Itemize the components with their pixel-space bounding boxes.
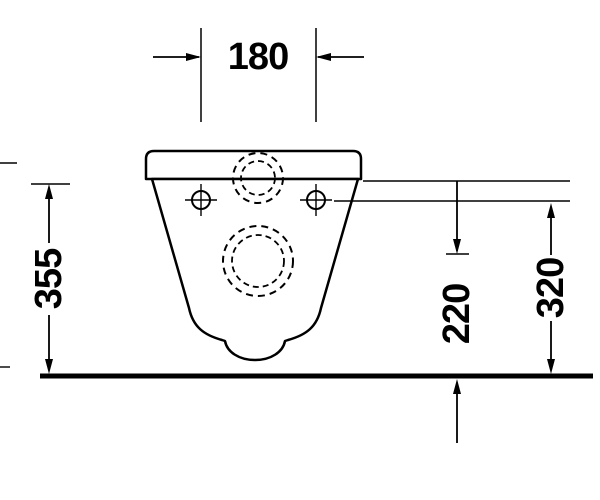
fixing-hole-left [185,184,217,216]
water-inlet-circle-inner [240,160,276,196]
dimension-355: 355 [28,183,70,374]
toilet-outline-group [144,149,363,362]
dim-180-arrow-left-icon [316,53,331,61]
dimension-320: 320 [530,203,572,374]
dimension-220: 220 [436,181,478,443]
dim-180-arrow-right-icon [186,53,201,61]
dim-220-arrow-down-icon [453,239,461,254]
dim-220-arrow-up-icon [453,379,461,394]
dimension-180: 180 [153,28,364,122]
water-inlet-circle-outer [232,152,284,204]
toilet-bowl-body [150,177,360,362]
outlet-circle-outer [222,225,294,297]
dim-180-label: 180 [228,36,288,78]
dim-320-arrow-up-icon [547,203,555,218]
outlet-circle-inner [231,234,285,288]
dim-355-arrow-down-icon [45,359,53,374]
fixing-hole-right [300,184,332,216]
toilet-lid [144,149,363,181]
dim-355-label: 355 [28,248,70,309]
dim-320-arrow-down-icon [547,359,555,374]
dim-320-label: 320 [530,258,572,318]
dim-220-label: 220 [436,284,478,344]
dim-355-arrow-up-icon [45,184,53,199]
